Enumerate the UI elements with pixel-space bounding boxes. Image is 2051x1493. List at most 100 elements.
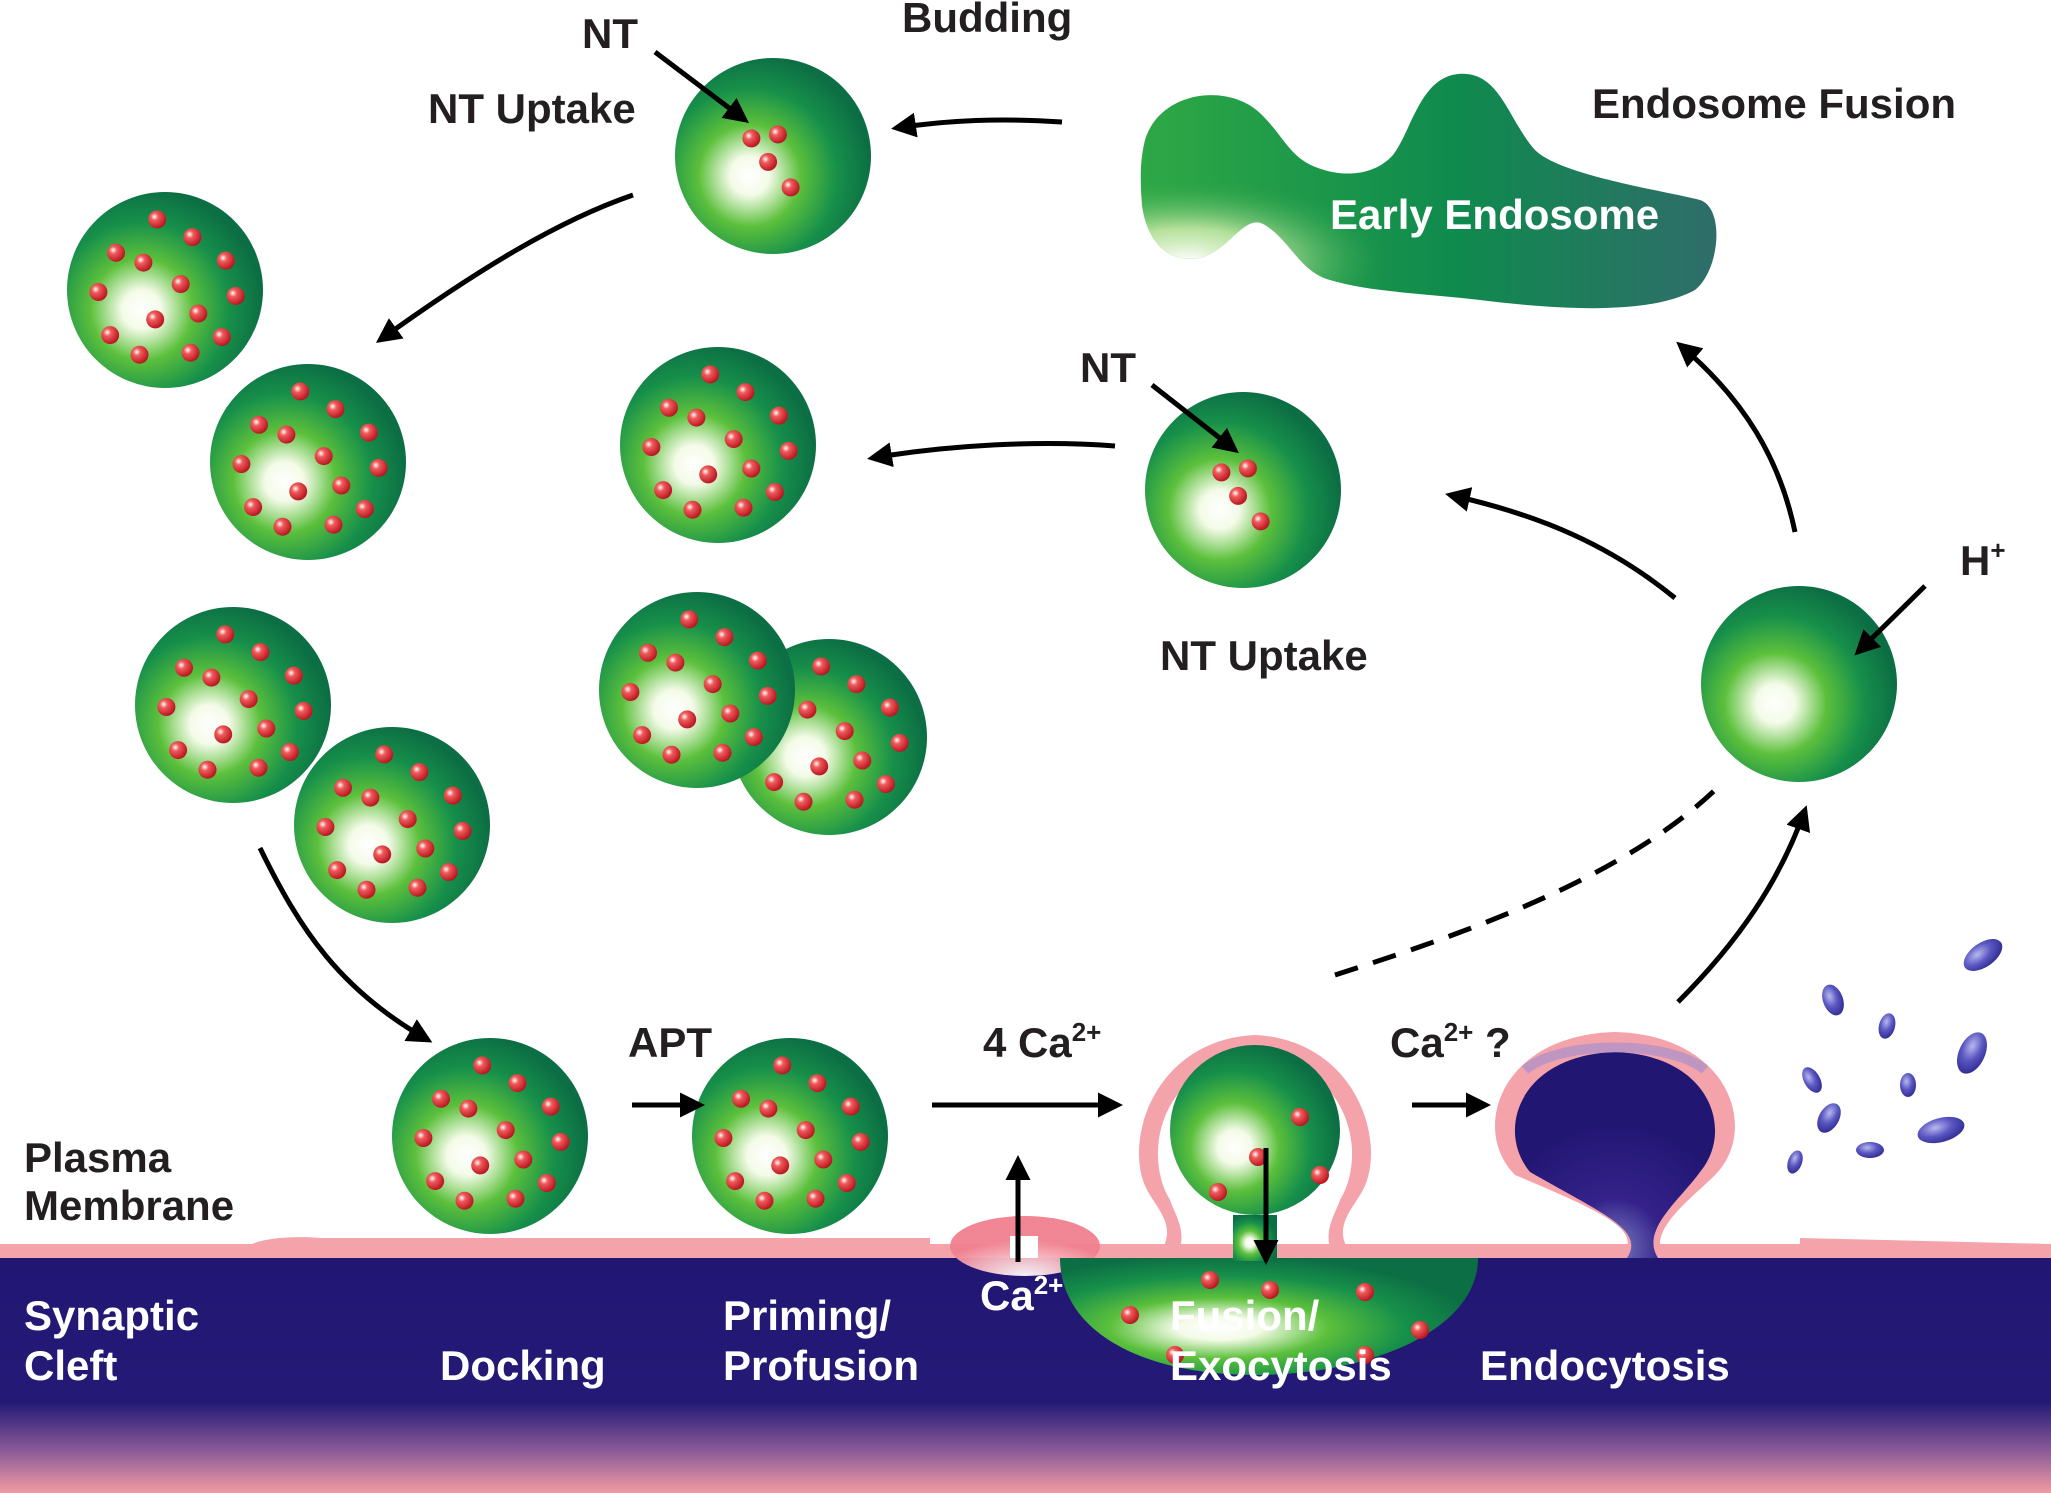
neurotransmitter-dot bbox=[1311, 1166, 1329, 1184]
neurotransmitter-dot bbox=[432, 1089, 450, 1108]
neurotransmitter-dot bbox=[146, 310, 165, 329]
neurotransmitter-dot bbox=[496, 1121, 515, 1140]
nt-uptake-label-top: NT Uptake bbox=[428, 85, 636, 132]
neurotransmitter-dot bbox=[332, 476, 351, 495]
early-endosome-label: Early Endosome bbox=[1330, 191, 1659, 238]
vesicles-layer bbox=[67, 58, 1897, 1364]
neurotransmitter-dot bbox=[357, 880, 376, 899]
neurotransmitter-dot bbox=[277, 425, 296, 444]
neurotransmitter-dot bbox=[721, 704, 740, 723]
neurotransmitter-dot bbox=[765, 773, 784, 792]
plasma-membrane-label-2: Membrane bbox=[24, 1182, 234, 1229]
neurotransmitter-dot bbox=[289, 482, 308, 501]
vesicle-docking bbox=[392, 1038, 588, 1234]
fusion-label-1: Fusion/ bbox=[1170, 1292, 1320, 1339]
neurotransmitter-dot bbox=[284, 666, 303, 685]
neurotransmitter-dot bbox=[1238, 459, 1257, 478]
neurotransmitter-dot bbox=[239, 690, 258, 709]
plasma-membrane-label-1: Plasma bbox=[24, 1134, 172, 1181]
neurotransmitter-dot bbox=[455, 1191, 474, 1210]
neurotransmitter-dot bbox=[759, 1099, 778, 1118]
neurotransmitter-dot bbox=[373, 845, 392, 864]
neurotransmitter-dot bbox=[841, 1097, 860, 1116]
neurotransmitter-dot bbox=[189, 304, 208, 323]
neurotransmitter-dot bbox=[251, 643, 270, 662]
neurotransmitter-dot bbox=[1212, 463, 1231, 482]
neurotransmitter-dot bbox=[814, 1150, 833, 1169]
neurotransmitter-dot bbox=[1291, 1108, 1309, 1126]
arrow-to-endosome bbox=[1676, 341, 1798, 533]
neurotransmitter-dot bbox=[1229, 486, 1248, 505]
neurotransmitter-dot bbox=[853, 751, 872, 770]
neurotransmitter-dot bbox=[1201, 1271, 1219, 1289]
neurotransmitter-dot bbox=[732, 1089, 750, 1108]
neurotransmitter-dot bbox=[876, 775, 895, 793]
neurotransmitter-dot bbox=[734, 498, 753, 517]
neurotransmitter-dot bbox=[1261, 1281, 1279, 1299]
neurotransmitter-dot bbox=[355, 500, 374, 518]
neurotransmitter-dot bbox=[687, 408, 706, 427]
neurotransmitter-dot bbox=[273, 517, 292, 536]
neurotransmitter-dot bbox=[1251, 512, 1270, 531]
neurotransmitter-dot bbox=[244, 498, 263, 517]
arrow-nt-middle bbox=[1150, 383, 1239, 454]
vesicle-nt-uptake bbox=[1145, 392, 1341, 588]
neurotransmitter-dot bbox=[880, 698, 899, 717]
neurotransmitter-dot bbox=[369, 458, 388, 477]
vesicle-priming bbox=[692, 1038, 888, 1234]
neurotransmitter-dot bbox=[660, 398, 678, 417]
neurotransmitter-dot bbox=[216, 625, 235, 644]
neurotransmitter-dot bbox=[232, 455, 251, 473]
neurotransmitter-dot bbox=[334, 778, 352, 797]
vesicle-left-4 bbox=[294, 727, 490, 923]
neurotransmitter-dot bbox=[291, 382, 310, 401]
neurotransmitter-dot bbox=[639, 643, 657, 662]
neurotransmitter-dot bbox=[714, 1129, 733, 1147]
arrow-h-plus bbox=[1854, 584, 1927, 656]
neurotransmitter-dot bbox=[316, 818, 335, 836]
neurotransmitter-dot bbox=[439, 863, 458, 881]
neurotransmitter-dot bbox=[181, 343, 200, 362]
neurotransmitter-dot bbox=[758, 686, 777, 705]
neurotransmitter-dot bbox=[414, 1129, 433, 1147]
neurotransmitter-dot bbox=[459, 1099, 478, 1118]
neurotransmitter-dot bbox=[1356, 1346, 1374, 1364]
synaptic-cleft-label-1: Synaptic bbox=[24, 1292, 199, 1339]
vesicle-left-1 bbox=[67, 192, 263, 388]
neurotransmitter-dot bbox=[1121, 1306, 1139, 1324]
neurotransmitter-dot bbox=[771, 1156, 790, 1175]
neurotransmitter-dot bbox=[851, 1132, 870, 1151]
neurotransmitter-dot bbox=[508, 1074, 527, 1093]
budding-label: Budding bbox=[902, 0, 1072, 41]
neurotransmitter-dot bbox=[701, 365, 720, 384]
arrow-nt-top bbox=[653, 50, 749, 124]
neurotransmitter-dot bbox=[755, 1191, 774, 1210]
neurotransmitter-dot bbox=[812, 657, 831, 676]
nt-label-middle: NT bbox=[1080, 344, 1136, 391]
neurotransmitter-dot bbox=[226, 286, 245, 305]
neurotransmitter-dot bbox=[678, 710, 697, 729]
vesicle-left-2 bbox=[210, 364, 406, 560]
neurotransmitter-dot bbox=[426, 1172, 445, 1191]
neurotransmitter-dot bbox=[202, 668, 221, 687]
neurotransmitter-dot bbox=[810, 757, 829, 776]
neurotransmitter-dot bbox=[89, 283, 108, 301]
priming-label-1: Priming/ bbox=[723, 1292, 891, 1339]
neurotransmitter-dot bbox=[314, 447, 333, 466]
neurotransmitter-dot bbox=[845, 790, 864, 809]
neurotransmitter-dot bbox=[835, 722, 854, 741]
neurotransmitter-dot bbox=[324, 515, 343, 534]
neurotransmitter-dot bbox=[250, 415, 268, 434]
neurotransmitter-dot bbox=[134, 253, 153, 272]
docking-label: Docking bbox=[440, 1342, 606, 1389]
neurotransmitter-dot bbox=[683, 500, 702, 519]
priming-label-2: Profusion bbox=[723, 1342, 919, 1389]
neurotransmitter-dot bbox=[169, 741, 188, 760]
arrow-dashed-recycle bbox=[1334, 788, 1717, 978]
vesicle-middle-3 bbox=[599, 592, 795, 788]
neurotransmitter-dot bbox=[715, 628, 734, 647]
nt-uptake-label-middle: NT Uptake bbox=[1160, 632, 1368, 679]
neurotransmitter-dot bbox=[666, 653, 685, 672]
neurotransmitter-dot bbox=[798, 700, 817, 719]
